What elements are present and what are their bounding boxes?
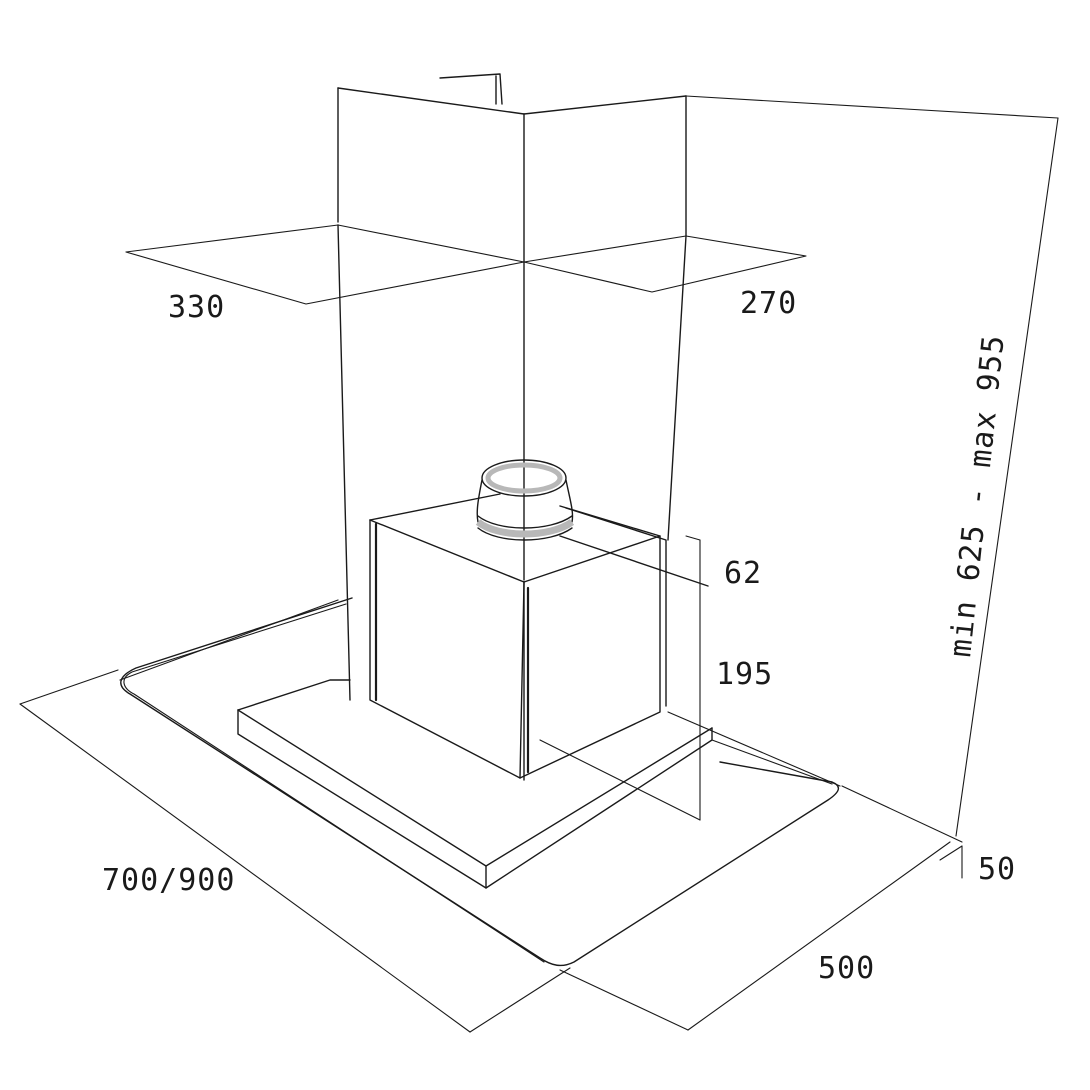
label-collar-height: 62 xyxy=(724,556,762,591)
label-width-left: 330 xyxy=(168,290,225,325)
motor-box xyxy=(369,493,709,781)
lower-chimney xyxy=(337,224,687,701)
label-depth: 500 xyxy=(818,951,875,986)
label-width-right: 270 xyxy=(740,286,797,321)
outlet-collar xyxy=(475,459,575,541)
reference-lines xyxy=(119,95,1059,837)
label-body-height: 195 xyxy=(716,657,773,692)
section-planes xyxy=(125,224,807,305)
label-width-options: 700/900 xyxy=(102,863,235,898)
upper-chimney xyxy=(337,73,687,263)
label-height-range: min 625 - max 955 xyxy=(943,333,1012,659)
base-plate xyxy=(237,679,713,889)
glass-canopy xyxy=(120,597,839,967)
label-glass-thickness: 50 xyxy=(978,852,1016,887)
dimension-lines xyxy=(19,669,963,1033)
